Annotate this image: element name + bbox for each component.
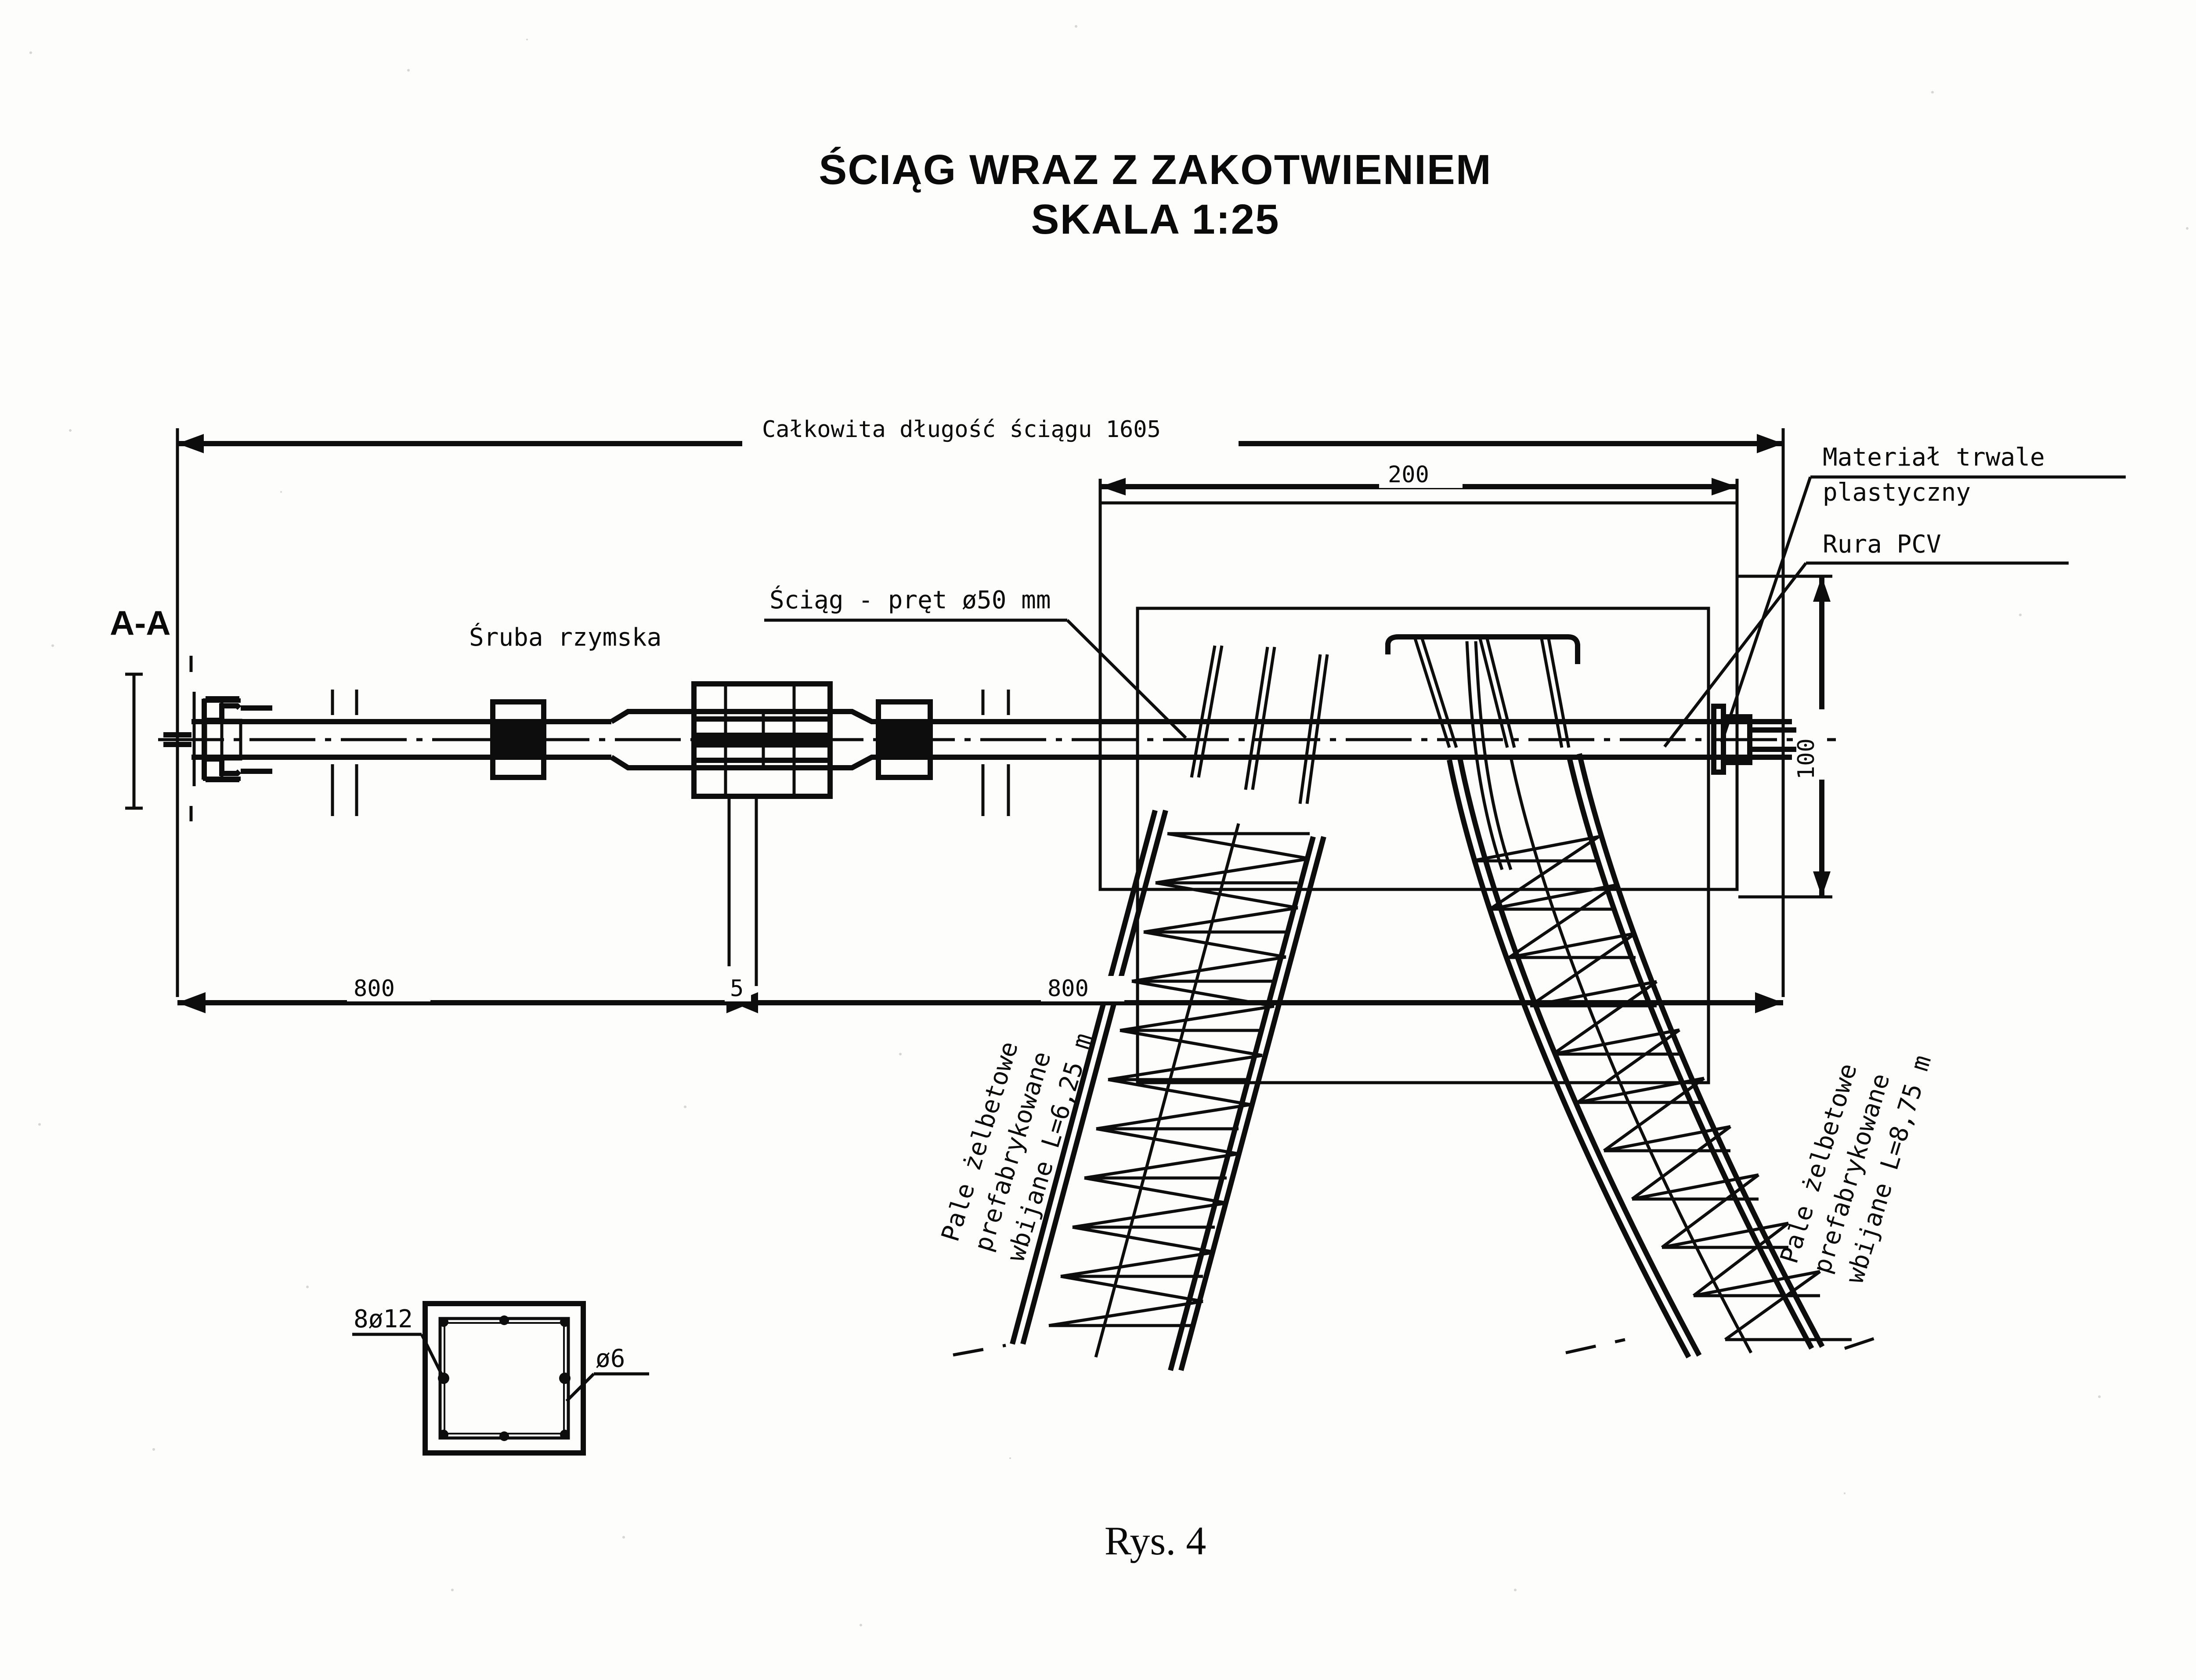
left-segment-dimension-text: 800 [354,975,395,1002]
cross-section-detail: 8ø12 ø6 [352,1301,649,1456]
cross-section-main-bars-label: 8ø12 [354,1305,413,1333]
pvc-pipe [1465,641,1513,871]
tie-rod [158,709,1836,770]
block-height-dimension: 100 [1738,574,1832,899]
threaded-sleeve-left [490,699,546,780]
block-height-dimension-text: 100 [1793,738,1820,780]
plastic-material-label-line2: plastyczny [1823,478,1971,507]
pile-right [1385,634,1885,1358]
turnbuckle-label-group: Śruba rzymska [469,623,661,652]
figure-caption: Rys. 4 [1104,1518,1206,1563]
plastic-material-label-line1: Materiał trwale [1823,443,2045,472]
middle-gap-dimension-text: 5 [730,975,744,1002]
overall-dimension-text: Całkowita długość ściągu 1605 [762,416,1161,443]
cross-section-stirrup-label: ø6 [596,1344,625,1373]
drawing-title-line1: ŚCIĄG WRAZ Z ZAKOTWIENIEM [819,146,1492,193]
section-marker-label: A-A [110,603,171,642]
overall-dimension: Całkowita długość ściągu 1605 [176,416,1785,997]
turnbuckle-body [691,681,833,986]
section-marker-group: A-A [110,603,171,810]
block-width-dimension-text: 200 [1388,462,1429,488]
pile-right-label-group: Pale żelbetowe prefabrykowane wbijane L=… [1775,1052,1937,1287]
pvc-pipe-leader: Rura PCV [1663,530,2069,748]
plastic-material-leader: Materiał trwale plastyczny [1720,443,2126,743]
pile-left [953,645,1329,1371]
break-marks-left [331,690,358,816]
tie-rod-leader: Ściąg - pręt ø50 mm [764,586,1187,739]
pvc-pipe-label: Rura PCV [1823,530,1941,559]
right-segment-dimension-text: 800 [1047,975,1089,1002]
threaded-sleeve-right [876,699,933,780]
bottom-dimension-chain: 800 5 800 [177,966,1783,1013]
anchor-block: 200 [1098,462,1739,1084]
break-marks-right [981,690,1010,816]
drawing-title-line2: SKALA 1:25 [1031,196,1280,243]
tie-rod-label: Ściąg - pręt ø50 mm [769,586,1051,614]
paper-speckle [29,25,2189,1626]
turnbuckle-label: Śruba rzymska [469,623,661,652]
title-block: ŚCIĄG WRAZ Z ZAKOTWIENIEM SKALA 1:25 [0,145,2196,245]
